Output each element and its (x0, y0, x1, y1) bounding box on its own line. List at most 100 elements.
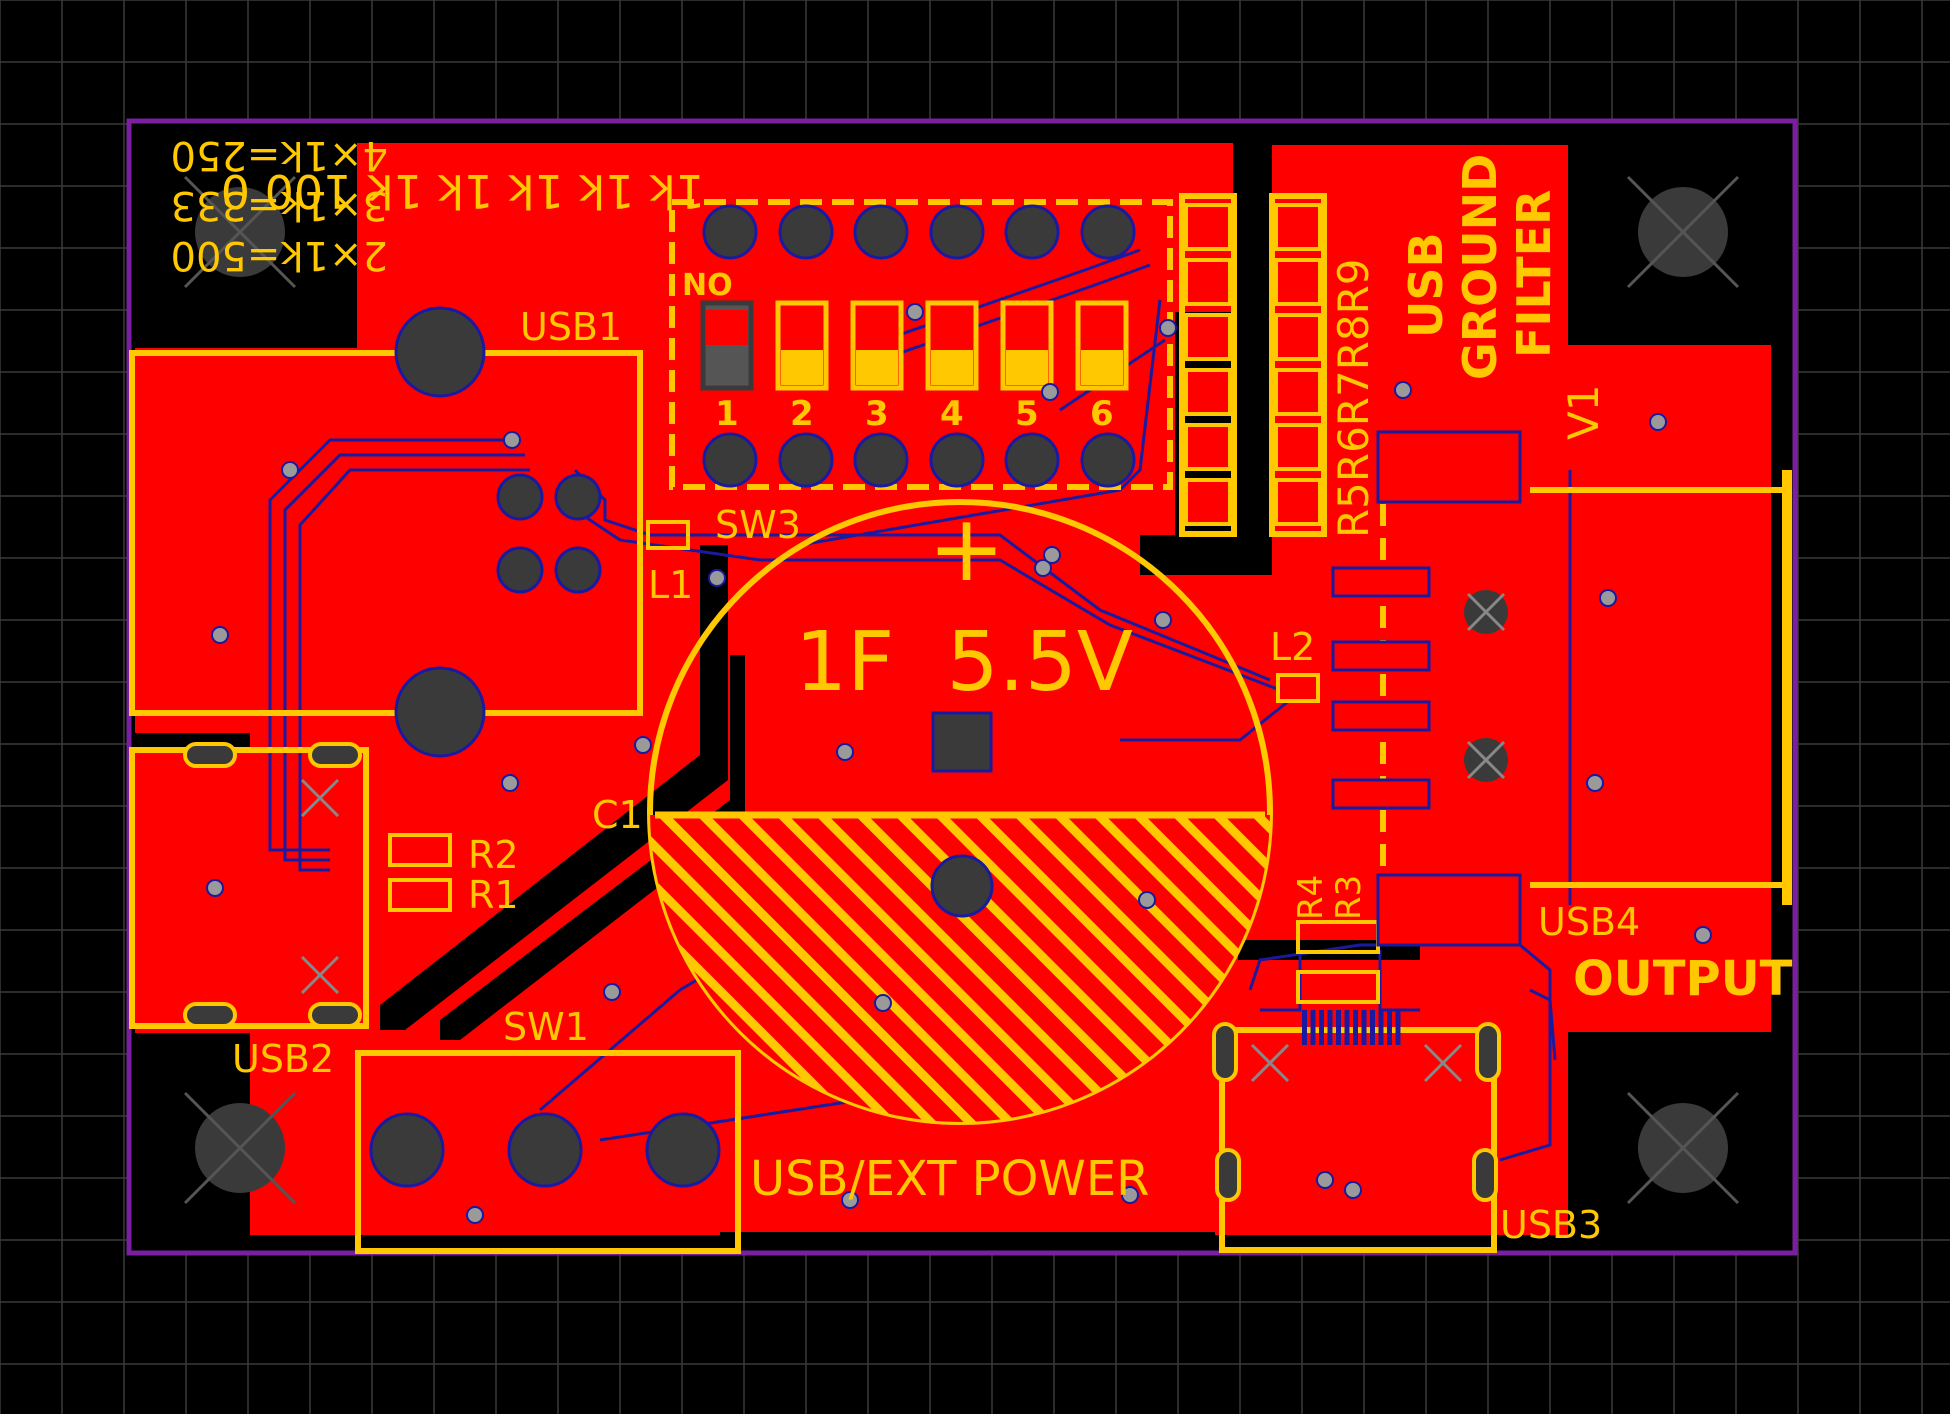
label-usb2: USB2 (232, 1037, 334, 1081)
trace (1529, 988, 1557, 1061)
pad-icon (645, 1112, 721, 1188)
dip-actuator (856, 350, 898, 385)
resistor-pad (1184, 203, 1232, 251)
dip-actuator (1006, 350, 1048, 385)
sw3-outline (669, 199, 1173, 490)
pad-icon (1319, 1010, 1324, 1045)
usb1-outline (129, 350, 643, 716)
via-icon (466, 1206, 484, 1224)
via-icon (1154, 611, 1172, 629)
pad-icon (929, 432, 985, 488)
via-icon (841, 1191, 859, 1209)
smd-pads-red (1331, 430, 1522, 947)
via-icon (1121, 1186, 1139, 1204)
via-icon (501, 774, 519, 792)
resistor-pad (1184, 258, 1232, 306)
pad-icon (1212, 1022, 1238, 1082)
dip-actuator (1081, 350, 1123, 385)
trace (268, 438, 520, 852)
label-power-select: USB/EXT POWER (750, 1151, 1150, 1207)
via-icon (906, 303, 924, 321)
label-c1: C1 (592, 793, 643, 837)
pad-icon (183, 1002, 237, 1028)
label-sw3: SW3 (715, 503, 801, 547)
dip-actuator (931, 350, 973, 385)
pad-icon (778, 204, 834, 260)
label-sw1: SW1 (503, 1005, 589, 1049)
pad-icon (1215, 1148, 1241, 1202)
r-array-left (1179, 193, 1237, 537)
vias (206, 303, 1712, 1224)
via-icon (1649, 413, 1667, 431)
r-array-right (1269, 193, 1327, 537)
via-icon (634, 736, 652, 754)
dip-position-label: 2 (790, 394, 814, 434)
via-icon (1041, 383, 1059, 401)
resistor-pad (1274, 423, 1322, 471)
mounting-holes (183, 175, 1740, 1205)
trace (799, 299, 1162, 547)
label-v1: V1 (1559, 385, 1608, 440)
pads (183, 204, 1508, 1202)
via-icon (211, 626, 229, 644)
dip-actuator (706, 310, 748, 345)
pad-icon (1327, 1010, 1333, 1045)
via-icon (1344, 1181, 1362, 1199)
pad-icon (1378, 1010, 1384, 1045)
resistor-pad (1274, 258, 1322, 306)
trace (298, 468, 530, 872)
via-icon (1043, 546, 1061, 564)
pad-icon (300, 778, 340, 818)
pad-icon (507, 1112, 583, 1188)
via-icon (206, 879, 224, 897)
pad-icon (1475, 1022, 1501, 1082)
via-icon (1599, 589, 1617, 607)
resistor-pad (1184, 478, 1232, 526)
pad-icon (929, 204, 985, 260)
label-r3: R3 (1329, 875, 1369, 920)
mounting-hole-icon (183, 1091, 297, 1205)
pad-icon (778, 432, 834, 488)
r2-footprint (388, 833, 452, 867)
silkscreen-outlines (129, 193, 1792, 1254)
resistor-pad (1184, 423, 1232, 471)
via-icon (874, 994, 892, 1012)
pad-icon (1472, 1148, 1498, 1202)
label-usb1: USB1 (520, 305, 622, 349)
pad-icon (496, 473, 544, 521)
resistor-pad (1274, 478, 1322, 526)
dip-position-label: 6 (1090, 394, 1114, 434)
pad-icon (308, 1002, 362, 1028)
cap-polarity: + (928, 495, 1005, 602)
label-filter-2: GROUND (1453, 154, 1507, 380)
pad-icon (1080, 432, 1136, 488)
pad-icon (1466, 740, 1506, 780)
pad-icon (702, 204, 758, 260)
label-l1: L1 (648, 563, 693, 607)
via-icon (708, 569, 726, 587)
mounting-hole-icon (183, 175, 297, 289)
ratio-line-3: 2×1k=500 (171, 232, 388, 278)
ratio-line-2: 3×1k=333 (171, 182, 388, 228)
cap-value: 1F 5.5V (795, 615, 1133, 710)
label-filter-1: USB (1399, 232, 1453, 338)
dip-position-label: 3 (865, 394, 889, 434)
resistor-pad (1274, 203, 1322, 251)
resistor-pad (1184, 313, 1232, 361)
dip-position-label: 1 (715, 394, 739, 434)
label-usb4: USB4 (1538, 900, 1640, 944)
r3-footprint (1296, 970, 1380, 1004)
via-icon (1586, 774, 1604, 792)
pad-icon (1466, 592, 1506, 632)
label-l2: L2 (1270, 625, 1315, 669)
resistor-pad (1274, 313, 1322, 361)
pad-icon (1336, 1010, 1341, 1045)
pad-icon (1004, 432, 1060, 488)
via-icon (603, 983, 621, 1001)
label-r1: R1 (468, 873, 519, 917)
r1-footprint (388, 878, 452, 912)
c1-pad-square (931, 711, 993, 773)
pad-icon (369, 1112, 445, 1188)
